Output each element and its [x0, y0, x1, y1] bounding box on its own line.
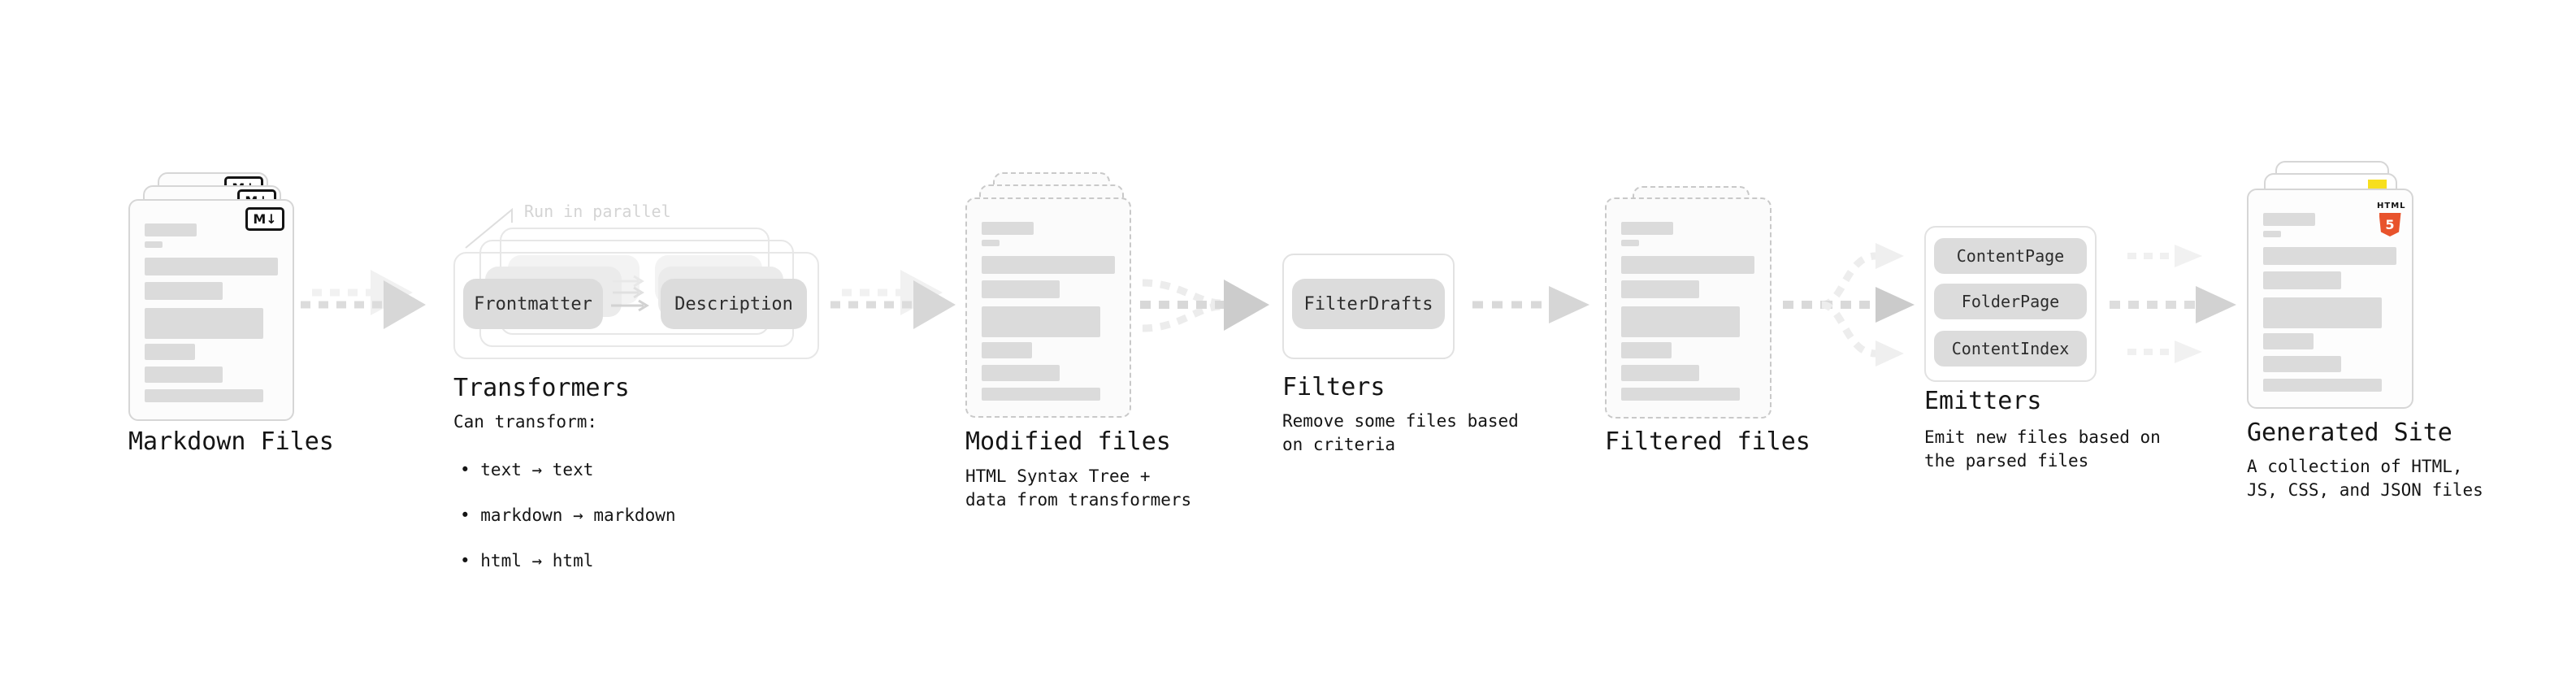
emitter-pill-contentpage: ContentPage — [1934, 238, 2087, 274]
file-content-bars — [982, 222, 1115, 401]
transformers-desc-title: Can transform: — [453, 412, 598, 432]
bullet-item: • text → text — [460, 460, 594, 479]
transformer-pill-frontmatter: Frontmatter — [463, 279, 603, 329]
emitter-pill-contentindex: ContentIndex — [1934, 331, 2087, 367]
file-content-bars — [1621, 222, 1754, 401]
arrow-modified-to-filters — [1140, 279, 1269, 332]
parallel-arrows-icon — [611, 275, 649, 312]
arrow-transformers-to-modified — [830, 270, 956, 329]
stage-label-emitters: Emitters — [1924, 387, 2042, 415]
emitters-desc: Emit new files based on the parsed files — [1924, 427, 2161, 471]
bullet-item: • markdown → markdown — [460, 505, 676, 525]
emitter-pill-folderpage: FolderPage — [1934, 284, 2087, 319]
transformer-layer-front — [453, 252, 819, 359]
filter-pill-filterdrafts: FilterDrafts — [1292, 279, 1445, 329]
filters-desc: Remove some files based on criteria — [1282, 411, 1519, 454]
arrow-filtered-to-emitters — [1783, 243, 1915, 367]
modified-files-desc: HTML Syntax Tree + data from transformer… — [965, 466, 1192, 510]
html5-icon: HTML 5 — [2377, 196, 2406, 236]
js-icon — [2368, 180, 2387, 191]
stage-label-modified-files: Modified files — [965, 427, 1171, 456]
arrow-markdown-to-transformers — [301, 270, 426, 329]
transformer-pill-description: Description — [661, 279, 807, 329]
callout-line — [465, 207, 513, 249]
transformers-bullets: • text → text • markdown → markdown • ht… — [460, 436, 676, 595]
stage-label-generated-site: Generated Site — [2247, 419, 2452, 447]
stage-label-markdown-files: Markdown Files — [128, 427, 334, 456]
run-in-parallel-label: Run in parallel — [524, 202, 671, 221]
modified-file-card-front — [965, 197, 1131, 418]
markdown-file-card-front: M↓ — [128, 199, 294, 421]
stage-label-filtered-files: Filtered files — [1605, 427, 1811, 456]
stage-label-filters: Filters — [1282, 373, 1386, 401]
file-content-bars — [2263, 213, 2396, 392]
filtered-file-card-front — [1605, 197, 1772, 419]
markdown-icon: M↓ — [245, 207, 284, 231]
stage-label-transformers: Transformers — [453, 374, 630, 402]
html5-icon-shield: 5 — [2379, 213, 2401, 236]
file-content-bars — [145, 223, 278, 402]
bullet-item: • html → html — [460, 551, 594, 570]
generated-site-desc: A collection of HTML, JS, CSS, and JSON … — [2247, 457, 2483, 500]
arrow-filters-to-filtered — [1472, 286, 1589, 323]
html5-icon-word: HTML — [2377, 202, 2406, 210]
site-file-card-html: HTML 5 — [2247, 189, 2413, 409]
arrow-emitters-to-site — [2110, 245, 2236, 363]
